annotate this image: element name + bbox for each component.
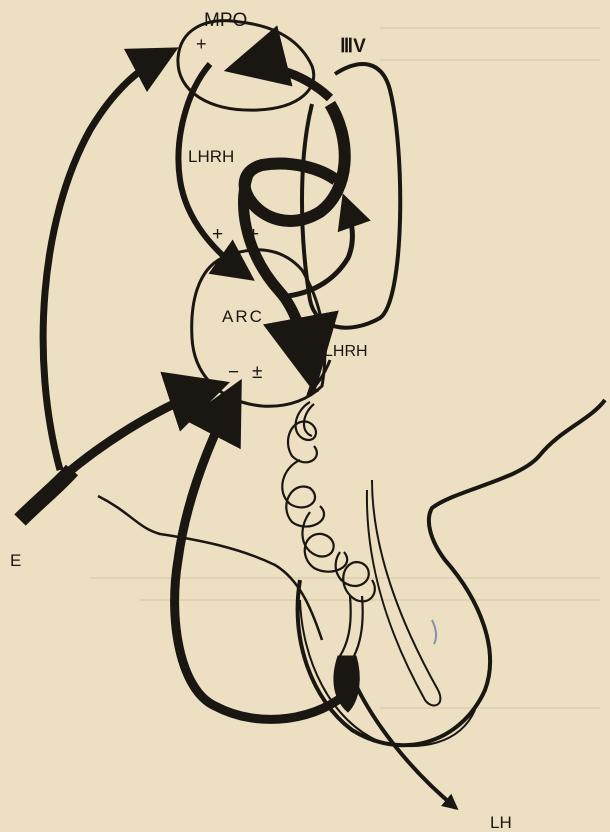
ink-stain xyxy=(432,620,436,644)
label-minus-arc: − xyxy=(228,362,239,383)
lhrh-pathway-upper xyxy=(236,66,330,98)
label-plus-arc-right: + xyxy=(248,224,259,245)
estrogen-to-arc-arrow xyxy=(64,386,218,476)
pituitary-lower-rim xyxy=(300,600,475,746)
label-plusminus-arc: ± xyxy=(252,362,262,383)
label-third-ventricle: ⅢV xyxy=(340,36,366,57)
label-lhrh-upper: LHRH xyxy=(188,147,234,166)
label-estrogen: E xyxy=(10,551,21,570)
label-arc: ARC xyxy=(222,307,264,326)
label-lh: LH xyxy=(490,813,512,832)
lhrh-pathway-main xyxy=(245,104,345,221)
label-lhrh-lower: LHRH xyxy=(324,343,368,360)
lh-feedback-arrow xyxy=(175,390,350,719)
label-mpo: MPO xyxy=(204,10,247,31)
label-plus-mpo: + xyxy=(196,34,207,54)
estrogen-stem xyxy=(20,470,72,520)
estrogen-to-mpo-arrow xyxy=(43,52,170,470)
label-plus-arc-left: + xyxy=(212,224,223,245)
